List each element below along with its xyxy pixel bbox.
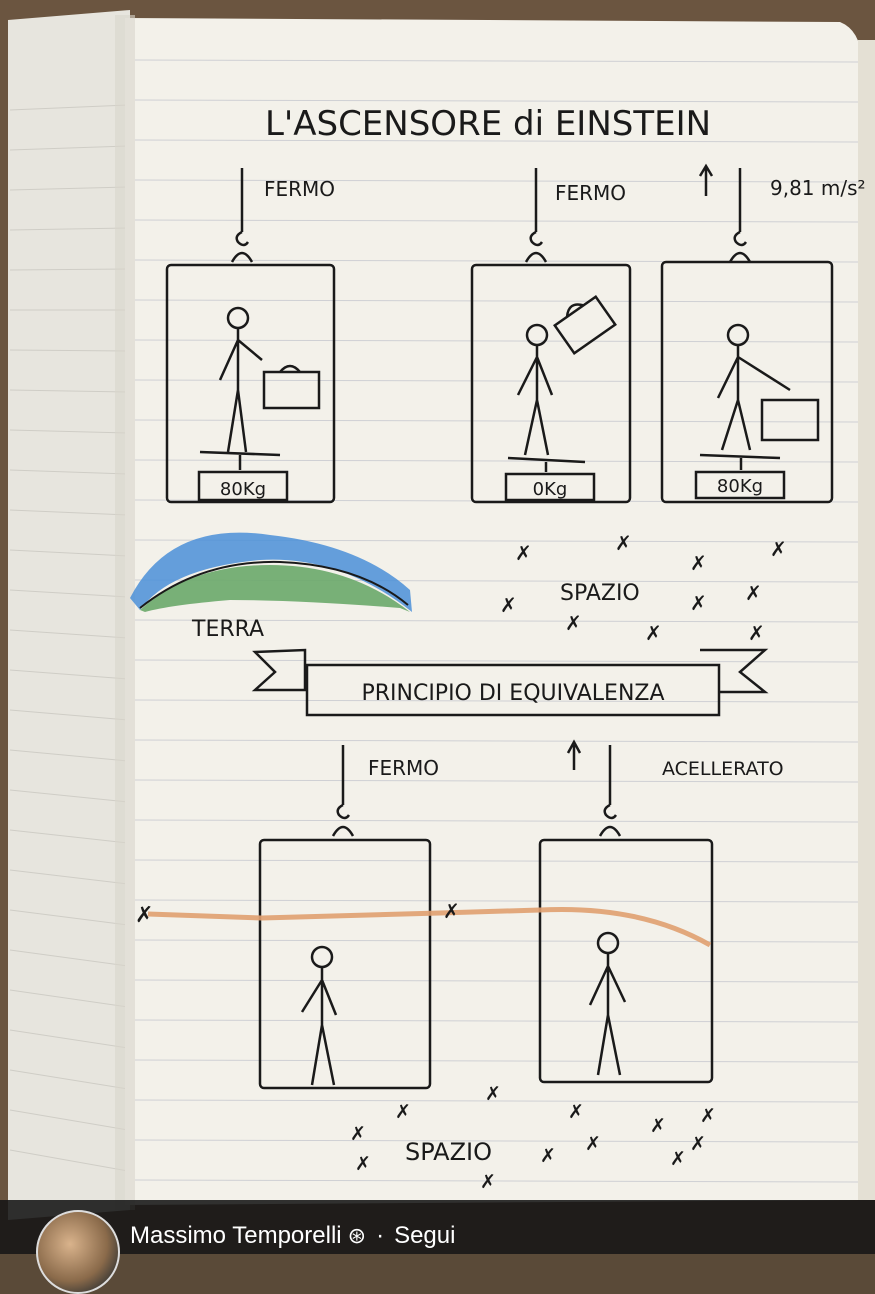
elevator3-scale: 80Kg xyxy=(717,476,763,497)
svg-text:✗: ✗ xyxy=(700,1105,716,1127)
svg-text:✗: ✗ xyxy=(568,1101,584,1123)
elevator5-state: ACELLERATO xyxy=(662,758,784,780)
elevator1-scale: 80Kg xyxy=(220,479,266,500)
svg-text:✗: ✗ xyxy=(690,551,707,575)
elevator2-scale: 0Kg xyxy=(533,479,568,500)
svg-text:✗: ✗ xyxy=(670,1148,686,1170)
svg-text:✗: ✗ xyxy=(690,591,707,615)
post-author-bar: Massimo Temporelli⊛ · Segui xyxy=(0,1200,875,1254)
svg-text:✗: ✗ xyxy=(395,1101,411,1123)
svg-text:✗: ✗ xyxy=(650,1115,666,1137)
svg-text:✗: ✗ xyxy=(615,531,632,555)
svg-text:✗: ✗ xyxy=(500,593,517,617)
svg-text:✗: ✗ xyxy=(585,1133,601,1155)
page-title: L'ASCENSORE di EINSTEIN xyxy=(265,104,711,144)
svg-text:✗: ✗ xyxy=(770,537,787,561)
author-line: Massimo Temporelli⊛ · Segui xyxy=(130,1222,455,1250)
banner-text: PRINCIPIO DI EQUIVALENZA xyxy=(361,681,664,706)
elevator3-state: 9,81 m/s² xyxy=(770,176,866,200)
earth-label: TERRA xyxy=(191,617,264,642)
verified-icon: ⊛ xyxy=(348,1223,366,1249)
svg-text:✗: ✗ xyxy=(485,1083,501,1105)
follow-button[interactable]: Segui xyxy=(394,1222,455,1249)
svg-text:✗: ✗ xyxy=(745,581,762,605)
svg-text:✗: ✗ xyxy=(443,899,460,923)
elevator1-state: FERMO xyxy=(264,177,335,201)
separator: · xyxy=(376,1222,384,1249)
notebook-photo: L'ASCENSORE di EINSTEIN FERMO 80Kg FERMO… xyxy=(0,0,875,1254)
svg-text:✗: ✗ xyxy=(135,903,153,928)
space-label-top: SPAZIO xyxy=(560,581,640,606)
svg-text:✗: ✗ xyxy=(540,1145,556,1167)
author-avatar[interactable] xyxy=(36,1210,120,1294)
space-label-bottom: SPAZIO xyxy=(405,1138,492,1166)
svg-text:✗: ✗ xyxy=(480,1171,496,1193)
svg-text:✗: ✗ xyxy=(355,1153,371,1175)
svg-text:✗: ✗ xyxy=(350,1123,366,1145)
elevator4-state: FERMO xyxy=(368,756,439,780)
elevator2-state: FERMO xyxy=(555,181,626,205)
author-name[interactable]: Massimo Temporelli xyxy=(130,1222,342,1249)
svg-text:✗: ✗ xyxy=(748,621,765,645)
svg-text:✗: ✗ xyxy=(645,621,662,645)
svg-text:✗: ✗ xyxy=(515,541,532,565)
svg-text:✗: ✗ xyxy=(565,611,582,635)
right-page xyxy=(125,18,862,1205)
svg-text:✗: ✗ xyxy=(690,1133,706,1155)
